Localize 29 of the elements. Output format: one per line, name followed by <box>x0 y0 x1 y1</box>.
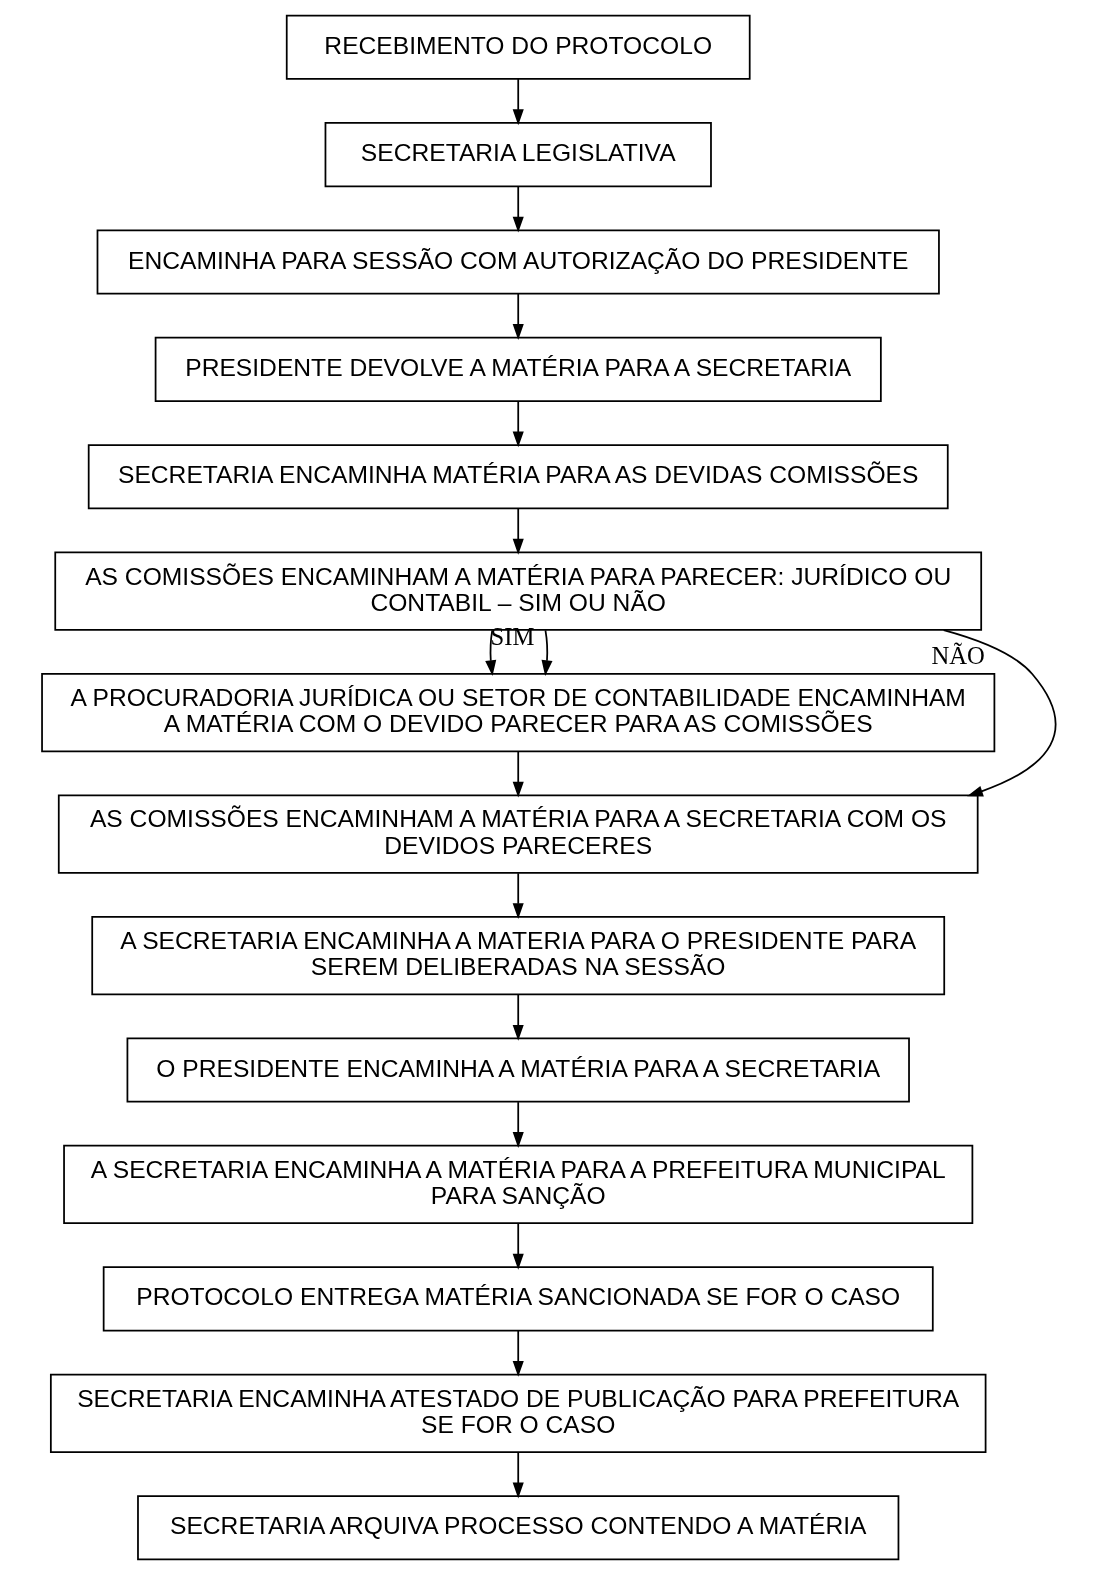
arrow <box>512 872 524 920</box>
arrow <box>512 1222 524 1270</box>
arrow <box>512 750 524 798</box>
arrow <box>942 629 1057 797</box>
arrow <box>512 400 524 448</box>
node-box: SECRETARIA ARQUIVA PROCESSO CONTENDO A MATÉRIA <box>137 1495 900 1561</box>
arrow <box>541 629 553 677</box>
node-box: SECRETARIA ENCAMINHA MATÉRIA PARA AS DEVIDAS COMISSÕES <box>87 444 949 510</box>
arrow <box>485 629 497 677</box>
arrow <box>512 508 524 555</box>
arrow <box>512 292 524 340</box>
node-box: SECRETARIA LEGISLATIVA <box>324 122 712 188</box>
node-box: O PRESIDENTE ENCAMINHA A MATÉRIA PARA A SECRETARIA <box>126 1037 910 1103</box>
node-box: PRESIDENTE DEVOLVE A MATÉRIA PARA A SECRETARIA <box>154 336 882 402</box>
arrow <box>512 78 524 126</box>
node-box: A PROCURADORIA JURÍDICA OU SETOR DE CONTABILIDADE ENCAMINHAM A MATÉRIA COM O DEVIDO PARECER PARA AS COMISSÕES <box>41 673 996 753</box>
edge-label: NÃO <box>931 641 985 669</box>
arrow <box>512 1451 524 1499</box>
node-box: ENCAMINHA PARA SESSÃO COM AUTORIZAÇÃO DO PRESIDENTE <box>96 229 940 295</box>
arrow <box>512 1101 524 1148</box>
node-box: SECRETARIA ENCAMINHA ATESTADO DE PUBLICAÇÃO PARA PREFEITURA SE FOR O CASO <box>49 1373 987 1453</box>
arrow <box>512 994 524 1041</box>
node-box: PROTOCOLO ENTREGA MATÉRIA SANCIONADA SE FOR O CASO <box>102 1266 934 1332</box>
arrow <box>512 185 524 233</box>
node-box: RECEBIMENTO DO PROTOCOLO <box>285 14 751 80</box>
arrow <box>512 1330 524 1377</box>
node-box: AS COMISSÕES ENCAMINHAM A MATÉRIA PARA A SECRETARIA COM OS DEVIDOS PARECERES <box>57 794 979 874</box>
node-box: A SECRETARIA ENCAMINHA A MATÉRIA PARA A PREFEITURA MUNICIPAL PARA SANÇÃO <box>63 1144 974 1225</box>
node-box: A SECRETARIA ENCAMINHA A MATERIA PARA O PRESIDENTE PARA SEREM DELIBERADAS NA SESSÃO <box>91 916 946 996</box>
